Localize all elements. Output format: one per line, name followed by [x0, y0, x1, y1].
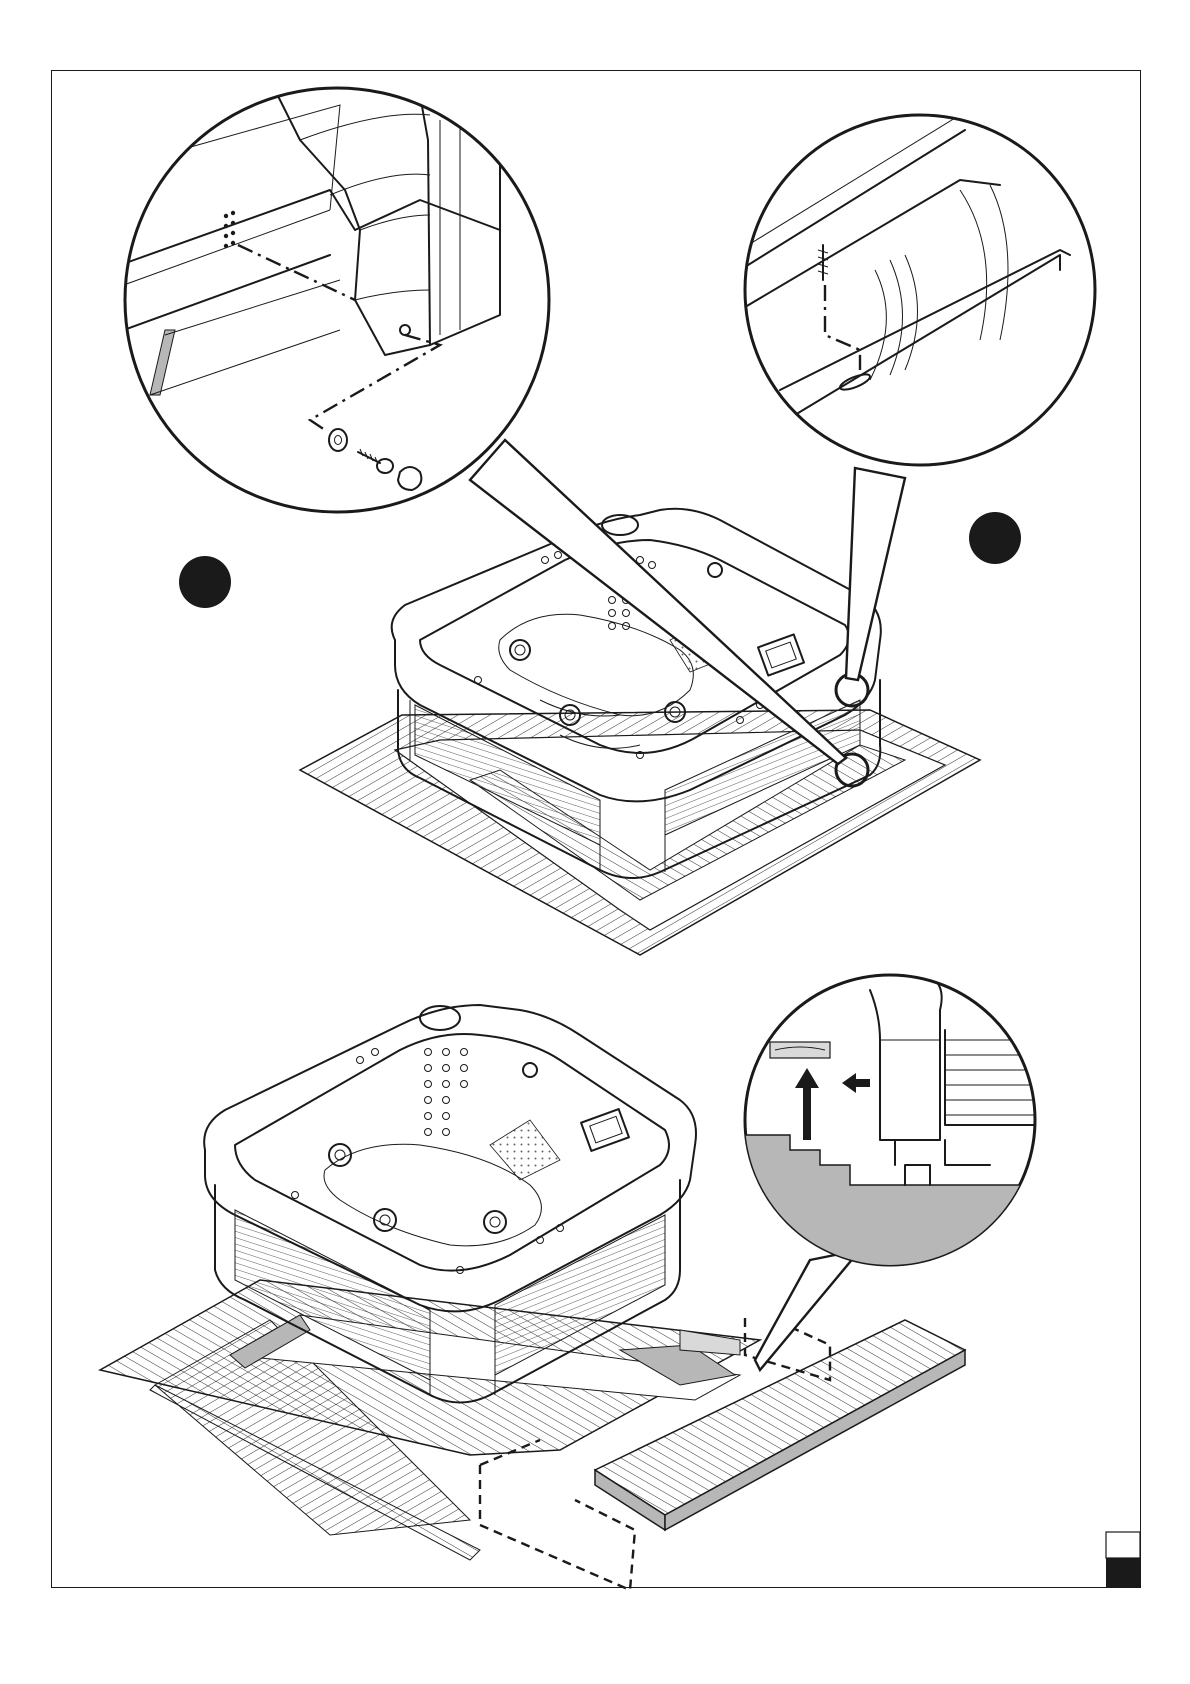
callout-a-detail — [110, 88, 549, 512]
callout-b-leader — [846, 468, 905, 680]
step-marker-left — [179, 556, 231, 608]
board-section — [770, 1042, 830, 1058]
callout-c-detail — [740, 975, 1050, 1300]
top-decking — [300, 710, 980, 955]
step-marker-right — [969, 512, 1021, 564]
page-tab-empty — [1106, 1532, 1140, 1558]
callout-b-detail — [740, 115, 1095, 465]
page-tab-filled — [1106, 1558, 1140, 1587]
top-scene — [110, 88, 1095, 955]
bottom-scene — [100, 975, 1050, 1590]
